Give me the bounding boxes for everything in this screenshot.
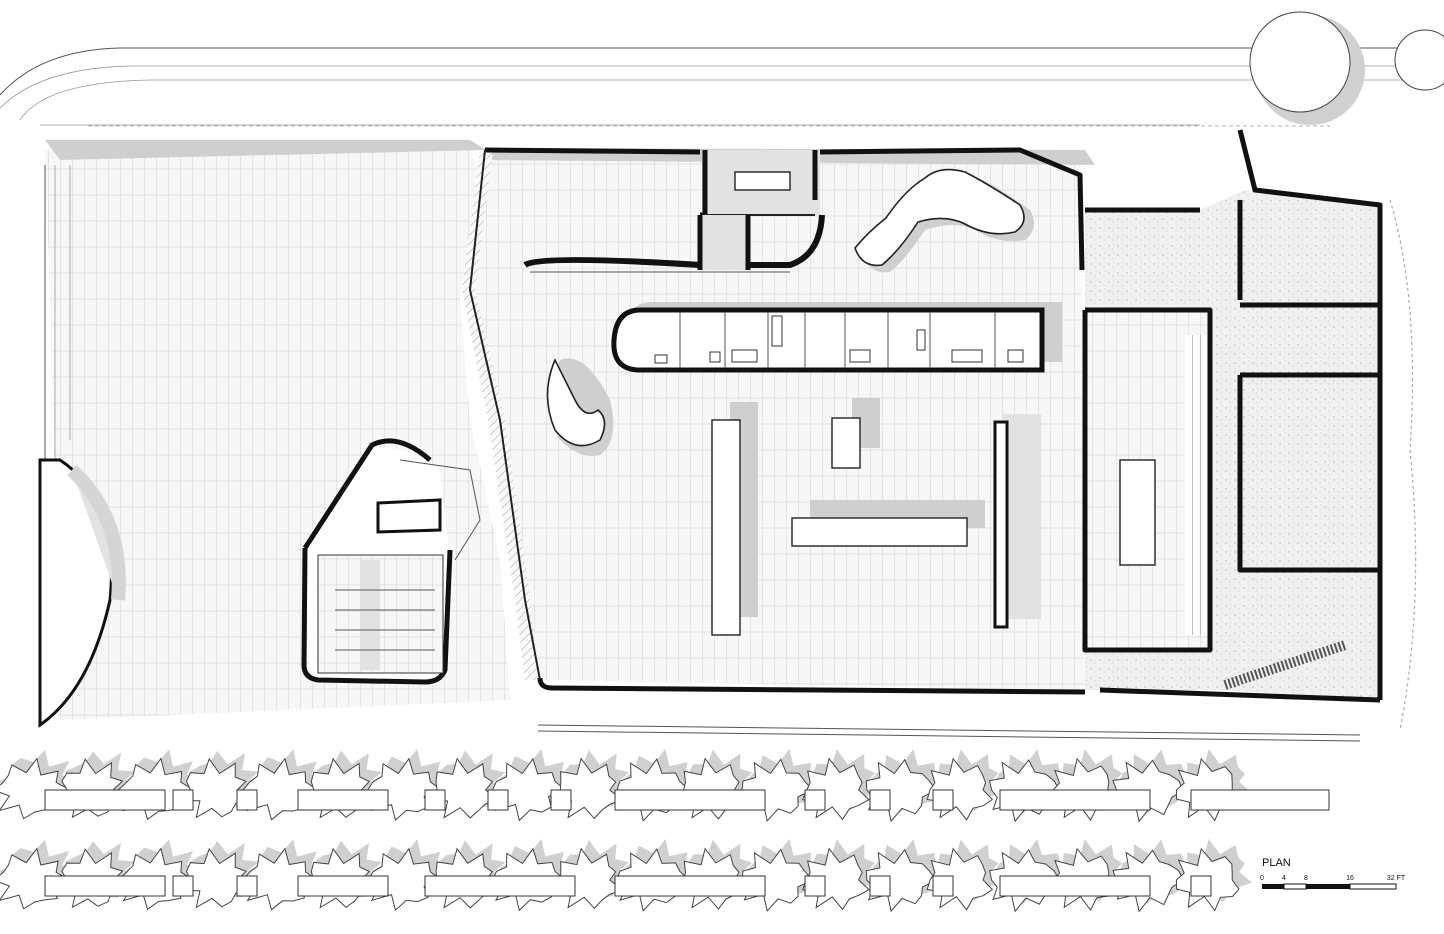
scale-segment-1	[1262, 884, 1284, 889]
curved-counter	[523, 214, 825, 273]
scale-tick-label: 4	[1282, 875, 1286, 882]
planter-box	[550, 789, 572, 811]
diagonal-glazing-strip	[462, 150, 540, 680]
planter-box	[614, 789, 766, 811]
south-walkway	[537, 724, 1361, 742]
serpentine-bench	[854, 168, 1034, 273]
crescent-sculpture	[546, 358, 614, 456]
planter-box	[804, 875, 826, 897]
planter-box	[487, 789, 509, 811]
tree-canopy	[865, 848, 937, 913]
scale-tick-label: 32 FT	[1387, 875, 1406, 882]
planter-box	[1190, 875, 1212, 897]
planter-box	[44, 789, 166, 811]
planter-row	[44, 789, 1330, 897]
planter-box	[424, 875, 576, 897]
scale-tick-label: 8	[1304, 875, 1308, 882]
scale-tick-label: 16	[1346, 875, 1354, 882]
planter-box	[999, 789, 1151, 811]
planter-box	[236, 875, 258, 897]
scale-bar: PLAN 0 4 8 16 32 FT	[1260, 857, 1406, 890]
corner-trees	[1249, 11, 1444, 125]
planter-box	[869, 789, 891, 811]
conference-table	[734, 171, 791, 191]
tree-canopy	[865, 758, 937, 823]
planter-box	[172, 789, 194, 811]
restroom-capsule	[611, 302, 1062, 373]
scale-segment-4	[1349, 883, 1397, 890]
scale-tick-label: 0	[1260, 875, 1264, 882]
restroom-pavilion	[301, 438, 481, 685]
planter-box	[424, 789, 446, 811]
desk	[1119, 459, 1156, 566]
planter-box	[869, 875, 891, 897]
hall-blocks	[711, 398, 1041, 636]
scale-segment-2	[1283, 883, 1307, 890]
planter-box	[614, 875, 766, 897]
street-edge-lines	[0, 47, 1444, 127]
scale-segment-3	[1306, 884, 1350, 889]
plan-title: PLAN	[1262, 857, 1291, 869]
east-landscape	[1389, 199, 1417, 731]
planter-box	[999, 875, 1151, 897]
planter-box	[236, 789, 258, 811]
meeting-room	[700, 150, 820, 218]
planter-box	[932, 875, 954, 897]
curved-canopy-wall	[38, 458, 126, 728]
planter-box	[297, 875, 389, 897]
planter-box	[44, 875, 166, 897]
planter-box	[1190, 789, 1330, 811]
main-hall-walls	[468, 147, 1086, 695]
east-wing	[1082, 129, 1383, 703]
planter-box	[804, 789, 826, 811]
planter-box	[297, 789, 389, 811]
planter-box	[932, 789, 954, 811]
planter-box	[172, 875, 194, 897]
